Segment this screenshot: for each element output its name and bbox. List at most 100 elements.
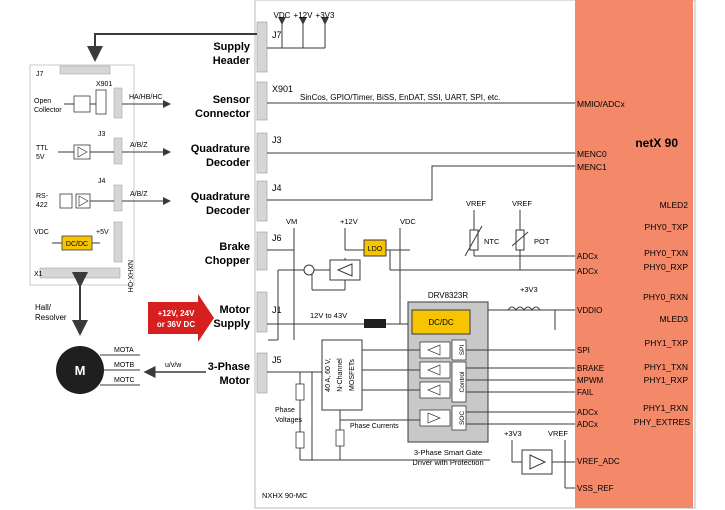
- j3-name: J3: [272, 135, 282, 145]
- sig-mmio: MMIO/ADCx: [577, 99, 625, 109]
- supply-header-l2: Header: [213, 55, 251, 67]
- sig-vrefadc: VREF_ADC: [577, 457, 620, 466]
- drv-control: Control: [459, 371, 466, 393]
- x901-name: X901: [272, 84, 293, 94]
- sig-adcx3: ADCx: [577, 408, 598, 417]
- phase-motor-l2: Motor: [219, 375, 250, 387]
- mosfet-block: [321, 339, 363, 411]
- phase-v1: Phase: [275, 407, 295, 414]
- sense-resistors: [295, 383, 345, 449]
- brake-buffer-icon: [336, 263, 353, 277]
- motor-letter: M: [75, 363, 86, 378]
- vref-label: VREF: [548, 429, 568, 438]
- pwr-vdc: VDC: [400, 217, 416, 226]
- netx-title: netX 90: [635, 136, 678, 150]
- sig-spi: SPI: [577, 346, 590, 355]
- netx90-block: [575, 0, 693, 508]
- netx-pin: MLED2: [660, 200, 689, 210]
- netx-pin: PHY0_RXN: [643, 292, 688, 302]
- pwr-vref1: VREF: [466, 199, 486, 208]
- lb-dcdc: DC/DC: [66, 241, 88, 248]
- netx-pin: MLED3: [660, 314, 689, 324]
- drv-dcdc: [411, 309, 471, 335]
- drv-cap1: 3-Phase Smart Gate: [414, 448, 482, 457]
- drv-gate-icons: [427, 344, 441, 424]
- pwr-12v: +12V: [340, 217, 358, 226]
- lb-j7: J7: [36, 71, 44, 78]
- menc1-line: [267, 165, 575, 201]
- motor-wires: [100, 354, 140, 386]
- netx-pin: PHY1_TXN: [644, 362, 688, 372]
- netx-pin: PHY1_RXP: [644, 375, 689, 385]
- quad2-l1: Quadrature: [191, 191, 250, 203]
- ldo-block: [363, 239, 387, 257]
- connector-j1: [256, 291, 268, 333]
- connector-labels: Supply Header Sensor Connector Quadratur…: [191, 41, 251, 387]
- motor-symbol: [56, 346, 104, 394]
- motor-pins: MOTA MOTB MOTC: [114, 347, 135, 384]
- netx-pin: PHY0_TXP: [645, 222, 689, 232]
- pwr-pot: POT: [534, 237, 550, 246]
- supply-rail-labels: VDC +12V +3V3: [274, 11, 335, 20]
- connector-j5: [256, 352, 268, 394]
- pwr-vm: VM: [286, 217, 297, 226]
- board-name: NXHX 90-MC: [262, 491, 308, 500]
- j5-name: J5: [272, 355, 282, 365]
- lb-rs1: RS-: [36, 193, 49, 200]
- ferrite: [364, 319, 386, 328]
- sig-fail: FAIL: [577, 388, 594, 397]
- connectors: [256, 21, 268, 394]
- sig-vddio: VDDIO: [577, 306, 602, 315]
- motor-pin: MOTB: [114, 362, 135, 369]
- netx-pin: PHY0_RXP: [644, 262, 689, 272]
- motor-supply-l2: Supply: [213, 318, 251, 330]
- supply-arrow-l1: +12V, 24V: [158, 309, 196, 318]
- j4-name: J4: [272, 183, 282, 193]
- quad1-l2: Decoder: [206, 157, 251, 169]
- drv-name: DRV8323R: [428, 291, 469, 300]
- pwr-ntc: NTC: [484, 237, 500, 246]
- lb-j3: J3: [98, 131, 106, 138]
- supply-header-arrow: [87, 33, 257, 62]
- netx-pins: MLED2 PHY0_TXP PHY0_TXN PHY0_RXP PHY0_RX…: [634, 200, 691, 427]
- motor-supply-l1: Motor: [219, 304, 250, 316]
- power-labels: VM +12V VDC VREF VREF NTC POT +3V3: [286, 199, 550, 294]
- motor-pin: MOTC: [114, 377, 135, 384]
- lb-ttl1: TTL: [36, 145, 49, 152]
- brake-l2: Chopper: [205, 255, 251, 267]
- j7-name: J7: [272, 30, 282, 40]
- sig-mpwm: MPWM: [577, 376, 604, 385]
- rail-vdc: VDC: [274, 11, 291, 20]
- rail-3v3: +3V3: [316, 11, 335, 20]
- driver-signal-lines: [466, 309, 575, 425]
- vref-3v3: +3V3: [504, 429, 522, 438]
- mosfet-l1: 40 A, 60 V,: [325, 358, 332, 392]
- lb-abz2: A/B/Z: [130, 191, 148, 198]
- lb-boardname: NXHX-OH: [126, 260, 133, 292]
- mosfet-wires: [267, 349, 490, 461]
- connector-j3: [256, 132, 268, 174]
- sig-menc0: MENC0: [577, 149, 607, 159]
- connector-j6: [256, 231, 268, 271]
- lb-x1: X1: [34, 271, 43, 278]
- hall-l2: Resolver: [35, 313, 67, 322]
- brake-buffer: [329, 259, 361, 281]
- connector-x901: [256, 81, 268, 121]
- pwr-vref2: VREF: [512, 199, 532, 208]
- drv-gates: [419, 339, 467, 431]
- ldo-label: LDO: [368, 246, 383, 253]
- supply-range: 12V to 43V: [310, 311, 347, 320]
- netx-pin: PHY0_TXN: [644, 248, 688, 258]
- pwr-3v3: +3V3: [520, 285, 538, 294]
- current-source: [303, 264, 315, 276]
- inductor: [507, 306, 541, 311]
- motor-pin: MOTA: [114, 347, 134, 354]
- driver-signals: VDDIO SPI BRAKE MPWM FAIL ADCx ADCx VREF…: [577, 306, 620, 493]
- lb-oc2: Collector: [34, 107, 62, 114]
- mosfet-labels: 40 A, 60 V, N-Channel MOSFETs: [325, 358, 356, 392]
- sensor-l2: Connector: [195, 108, 251, 120]
- quad2-l2: Decoder: [206, 205, 251, 217]
- lb-ttl2: 5V: [36, 154, 45, 161]
- ntc-pot: [464, 210, 575, 270]
